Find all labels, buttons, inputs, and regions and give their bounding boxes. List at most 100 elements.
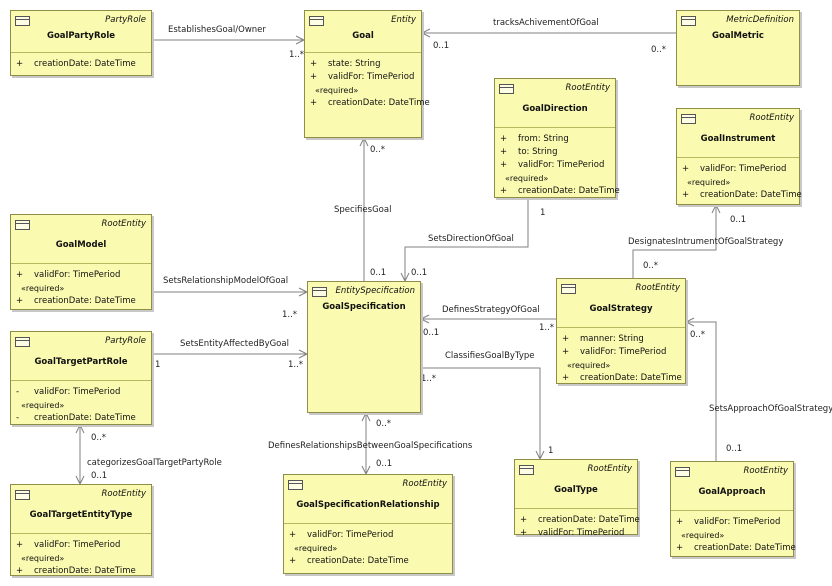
class-icon <box>681 16 696 26</box>
stereotype: PartyRole <box>105 15 146 25</box>
class-name: GoalModel <box>55 240 107 250</box>
stereotype: RootEntity <box>101 489 146 499</box>
attribute: +validFor: TimePeriod <box>289 530 394 540</box>
edge-establishes-goal[interactable]: EstablishesGoal/Owner 1 1..* <box>134 25 306 60</box>
mult-sets-approach-source: 0..* <box>690 330 705 340</box>
mult-categorizes-target-target: 0..1 <box>91 471 107 481</box>
attribute: +creationDate: DateTime <box>16 566 136 576</box>
edge-label-defines-relationships: DefinesRelationshipsBetweenGoalSpecifica… <box>268 441 473 451</box>
mult-designates-instrument-target: 0..* <box>643 261 658 271</box>
mult-sets-direction-target: 0..1 <box>411 268 427 278</box>
attribute: +creationDate: DateTime <box>289 556 409 566</box>
class-icon <box>288 480 303 490</box>
edge-label-tracks-achievement: tracksAchivementOfGoal <box>493 18 599 28</box>
stereotype: RootEntity <box>749 113 794 123</box>
edge-label-establishes-goal: EstablishesGoal/Owner <box>168 25 266 35</box>
mult-designates-instrument-source: 0..1 <box>730 215 746 225</box>
required-stereotype: «required» <box>687 178 731 187</box>
mult-defines-strategy-target: 1..* <box>539 323 554 333</box>
class-goal-strategy[interactable]: RootEntity GoalStrategy +manner: String … <box>556 278 686 384</box>
edge-sets-direction[interactable]: SetsDirectionOfGoal 1 0..1 <box>400 198 545 283</box>
stereotype: MetricDefinition <box>726 15 794 25</box>
edge-sets-relationship-model[interactable]: SetsRelationshipModelOfGoal 1 1..* <box>135 276 309 320</box>
class-name: GoalDirection <box>522 104 588 114</box>
edge-label-categorizes-target: categorizesGoalTargetPartyRole <box>87 458 222 468</box>
edge-label-sets-approach: SetsApproachOfGoalStrategy <box>709 404 832 414</box>
attribute: +validFor: TimePeriod <box>310 72 415 82</box>
required-stereotype: «required» <box>21 284 65 293</box>
attribute: +validFor: TimePeriod <box>682 164 787 174</box>
attribute: +validFor: TimePeriod <box>676 517 781 527</box>
mult-classifies-goal-target: 1..* <box>421 374 436 384</box>
attribute: +creationDate: DateTime <box>16 59 136 69</box>
class-goal-target-part-role[interactable]: PartyRole GoalTargetPartRole -validFor: … <box>10 331 152 425</box>
edge-tracks-achievement[interactable]: tracksAchivementOfGoal 0..1 0..* <box>420 18 676 55</box>
mult-defines-relationships-target: 0..1 <box>376 459 392 469</box>
stereotype: RootEntity <box>743 466 788 476</box>
required-stereotype: «required» <box>21 401 65 410</box>
edge-categorizes-target[interactable]: categorizesGoalTargetPartyRole 0..* 0..1 <box>75 423 222 486</box>
class-goal-instrument[interactable]: RootEntity GoalInstrument +validFor: Tim… <box>676 108 802 205</box>
class-icon <box>681 114 696 124</box>
mult-specifies-goal-target: 0..1 <box>370 268 386 278</box>
attribute: +creationDate: DateTime <box>520 515 640 525</box>
class-goal-metric[interactable]: MetricDefinition GoalMetric <box>676 10 800 86</box>
mult-categorizes-target-source: 0..* <box>91 433 106 443</box>
edge-sets-approach[interactable]: SetsApproachOfGoalStrategy 0..* 0..1 <box>684 317 832 461</box>
class-name: GoalSpecificationRelationship <box>296 500 440 510</box>
attribute: +creationDate: DateTime <box>562 373 682 383</box>
edge-label-sets-relationship-model: SetsRelationshipModelOfGoal <box>163 276 288 286</box>
edge-defines-strategy[interactable]: DefinesStrategyOfGoal 0..1 1..* <box>419 305 556 338</box>
attribute: -validFor: TimePeriod <box>16 387 121 397</box>
mult-classifies-goal-source: 1 <box>548 446 553 456</box>
attribute: +creationDate: DateTime <box>682 190 802 200</box>
class-icon <box>312 287 327 297</box>
edge-defines-relationships[interactable]: DefinesRelationshipsBetweenGoalSpecifica… <box>268 411 473 476</box>
mult-establishes-goal-target: 1..* <box>289 50 304 60</box>
mult-defines-strategy-source: 0..1 <box>423 328 439 338</box>
class-name: GoalTargetEntityType <box>29 510 133 520</box>
class-icon <box>675 467 690 477</box>
mult-tracks-achievement-source: 0..1 <box>433 41 449 51</box>
class-icon <box>309 16 324 26</box>
attribute: +validFor: TimePeriod <box>500 160 605 170</box>
class-goal-specification-relationship[interactable]: RootEntity GoalSpecificationRelationship… <box>283 474 453 574</box>
class-goal-approach[interactable]: RootEntity GoalApproach +validFor: TimeP… <box>670 461 796 557</box>
attribute: +creationDate: DateTime <box>16 296 136 306</box>
required-stereotype: «required» <box>567 361 611 370</box>
class-goal-direction[interactable]: RootEntity GoalDirection +from: String +… <box>494 78 620 198</box>
attribute: +state: String <box>310 59 381 69</box>
edge-label-defines-strategy: DefinesStrategyOfGoal <box>442 305 540 315</box>
class-name: GoalType <box>554 485 598 495</box>
class-name: GoalPartyRole <box>46 31 116 41</box>
class-goal[interactable]: Entity Goal +state: String +validFor: Ti… <box>304 10 430 138</box>
class-icon <box>519 465 534 475</box>
class-goal-type[interactable]: RootEntity GoalType +creationDate: DateT… <box>514 459 640 538</box>
stereotype: RootEntity <box>101 219 146 229</box>
required-stereotype: «required» <box>681 531 725 540</box>
mult-sets-approach-target: 0..1 <box>726 444 742 454</box>
class-goal-specification[interactable]: EntitySpecification GoalSpecification <box>307 281 421 413</box>
class-icon <box>561 284 576 294</box>
edge-specifies-goal[interactable]: SpecifiesGoal 0..* 0..1 <box>334 136 391 281</box>
stereotype: PartyRole <box>105 336 146 346</box>
required-stereotype: «required» <box>294 544 338 553</box>
attribute: +from: String <box>500 134 569 144</box>
class-icon <box>15 16 30 26</box>
stereotype: RootEntity <box>565 83 610 93</box>
mult-sets-relationship-model-target: 1..* <box>282 310 297 320</box>
attribute: +manner: String <box>562 334 644 344</box>
class-goal-party-role[interactable]: PartyRole GoalPartyRole +creationDate: D… <box>10 10 152 76</box>
class-name: GoalInstrument <box>700 134 776 144</box>
edge-sets-entity-affected[interactable]: SetsEntityAffectedByGoal 1 1..* <box>152 339 309 370</box>
mult-sets-entity-affected-source: 1 <box>155 360 160 370</box>
class-name: GoalTargetPartRole <box>34 357 128 367</box>
attribute: +validFor: TimePeriod <box>16 270 121 280</box>
class-goal-model[interactable]: RootEntity GoalModel +validFor: TimePeri… <box>10 214 152 310</box>
class-name: GoalStrategy <box>589 304 653 314</box>
mult-sets-entity-affected-target: 1..* <box>288 360 303 370</box>
class-name: GoalSpecification <box>322 302 406 312</box>
class-icon <box>15 220 30 230</box>
class-goal-target-entity-type[interactable]: RootEntity GoalTargetEntityType +validFo… <box>10 484 152 576</box>
edge-designates-instrument[interactable]: DesignatesIntrumentOfGoalStrategy 0..1 0… <box>628 203 783 278</box>
